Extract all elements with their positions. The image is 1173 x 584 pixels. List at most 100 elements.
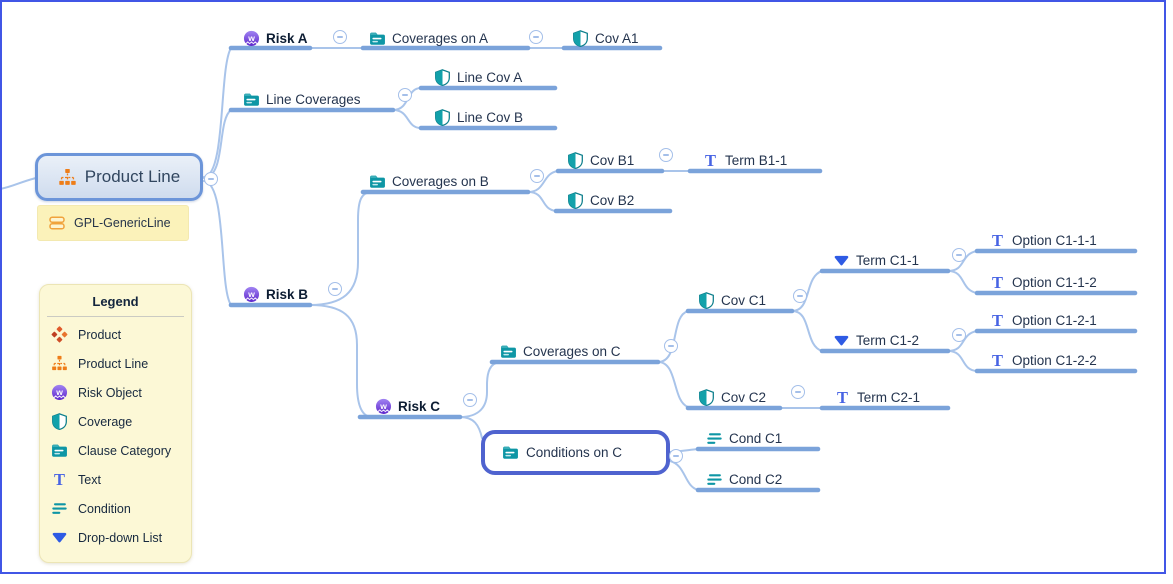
svg-text:w: w: [379, 401, 387, 411]
legend-divider: [47, 316, 184, 317]
clause-category-icon: [500, 343, 517, 360]
connector-curve-19: [947, 350, 978, 372]
collapse-button-condOnC[interactable]: [669, 449, 683, 463]
root-node-label: Product Line: [84, 167, 181, 186]
product-line-icon: [58, 168, 77, 187]
node-covB2[interactable]: Cov B2: [567, 190, 634, 210]
legend-item-coverage: Coverage: [40, 407, 191, 436]
clause-category-icon: [502, 444, 519, 461]
node-termC12[interactable]: Term C1-2: [833, 330, 919, 350]
node-covA1[interactable]: Cov A1: [572, 28, 639, 48]
node-lineCoverages[interactable]: Line Coverages: [243, 89, 361, 109]
svg-text:T: T: [705, 152, 716, 169]
node-label: Term C1-2: [856, 332, 920, 348]
node-covC2[interactable]: Cov C2: [698, 387, 766, 407]
node-riskC[interactable]: w Risk C: [375, 396, 440, 416]
coverage-icon: [567, 191, 584, 209]
node-product-line[interactable]: Product Line: [35, 153, 203, 201]
collapse-button-root[interactable]: [204, 172, 218, 186]
gpl-generic-line-tag[interactable]: GPL-GenericLine: [37, 205, 189, 241]
condition-icon: [706, 430, 723, 447]
collapse-button-riskC[interactable]: [463, 393, 477, 407]
collapse-button-riskB[interactable]: [328, 282, 342, 296]
clause-category-icon: [369, 173, 386, 190]
node-opt121[interactable]: T Option C1-2-1: [989, 310, 1097, 330]
collapse-button-covOnB[interactable]: [530, 169, 544, 183]
legend-item-label: Drop-down List: [78, 530, 163, 545]
dropdown-icon: [51, 529, 68, 546]
node-lineCovB[interactable]: Line Cov B: [434, 107, 523, 127]
node-opt111[interactable]: T Option C1-1-1: [989, 230, 1097, 250]
svg-text:T: T: [992, 232, 1003, 249]
connector-curve-13: [657, 361, 689, 408]
connector-curve-12: [657, 310, 689, 363]
connector-curve-5: [392, 109, 422, 129]
svg-text:w: w: [247, 33, 255, 43]
collapse-button-covB1[interactable]: [659, 148, 673, 162]
connector-curve-1: [203, 47, 232, 178]
selected-node-label: Conditions on C: [526, 445, 623, 460]
node-covB1[interactable]: Cov B1: [567, 150, 634, 170]
coverage-icon: [698, 291, 715, 309]
dropdown-icon: [833, 252, 850, 269]
coverage-icon: [572, 29, 589, 47]
node-covOnC[interactable]: Coverages on C: [500, 341, 621, 361]
svg-text:T: T: [992, 312, 1003, 329]
node-label: Line Cov B: [457, 109, 524, 125]
legend-item-label: Product Line: [78, 356, 149, 371]
collapse-button-termC11[interactable]: [952, 248, 966, 262]
node-label: Option C1-1-1: [1012, 232, 1097, 248]
node-covC1[interactable]: Cov C1: [698, 290, 766, 310]
collapse-button-covOnC[interactable]: [664, 339, 678, 353]
legend-item-product: Product: [40, 320, 191, 349]
risk-icon: w: [243, 286, 260, 303]
collapse-button-termC12[interactable]: [952, 328, 966, 342]
legend-item-label: Condition: [78, 501, 131, 516]
generic-line-icon: [49, 215, 65, 231]
legend-item-drop-down-list: Drop-down List: [40, 523, 191, 552]
node-label: Term B1-1: [725, 152, 788, 168]
coverage-icon: [434, 68, 451, 86]
text-icon: T: [702, 152, 719, 169]
collapse-button-riskA[interactable]: [333, 30, 347, 44]
node-label: Option C1-2-1: [1012, 312, 1097, 328]
node-condC2[interactable]: Cond C2: [706, 469, 782, 489]
node-covOnB[interactable]: Coverages on B: [369, 171, 489, 191]
node-label: Cov C1: [721, 292, 767, 308]
node-termB11[interactable]: T Term B1-1: [702, 150, 787, 170]
collapse-button-lineCoverages[interactable]: [398, 88, 412, 102]
svg-text:T: T: [837, 389, 848, 406]
node-label: Cov B1: [590, 152, 635, 168]
legend-item-label: Clause Category: [78, 443, 172, 458]
legend-item-clause-category: Clause Category: [40, 436, 191, 465]
svg-text:w: w: [247, 289, 255, 299]
node-label: Cov B2: [590, 192, 635, 208]
node-lineCovA[interactable]: Line Cov A: [434, 67, 522, 87]
collapse-button-covC1[interactable]: [793, 289, 807, 303]
node-label: Risk C: [398, 398, 441, 414]
node-termC11[interactable]: Term C1-1: [833, 250, 919, 270]
condition-icon: [51, 500, 68, 517]
legend-item-label: Risk Object: [78, 385, 142, 400]
collapse-button-covOnA[interactable]: [529, 30, 543, 44]
dropdown-icon: [833, 332, 850, 349]
product-line-icon: [51, 355, 68, 372]
node-label: Line Coverages: [266, 91, 361, 107]
collapse-button-covC2[interactable]: [791, 385, 805, 399]
node-covOnA[interactable]: Coverages on A: [369, 28, 488, 48]
product-icon: [51, 326, 68, 343]
node-condC1[interactable]: Cond C1: [706, 428, 782, 448]
clause-category-icon: [51, 442, 68, 459]
node-label: Option C1-1-2: [1012, 274, 1097, 290]
connector-curve-14: [791, 270, 823, 312]
node-conditions-on-c[interactable]: Conditions on C: [481, 430, 670, 475]
legend-item-condition: Condition: [40, 494, 191, 523]
